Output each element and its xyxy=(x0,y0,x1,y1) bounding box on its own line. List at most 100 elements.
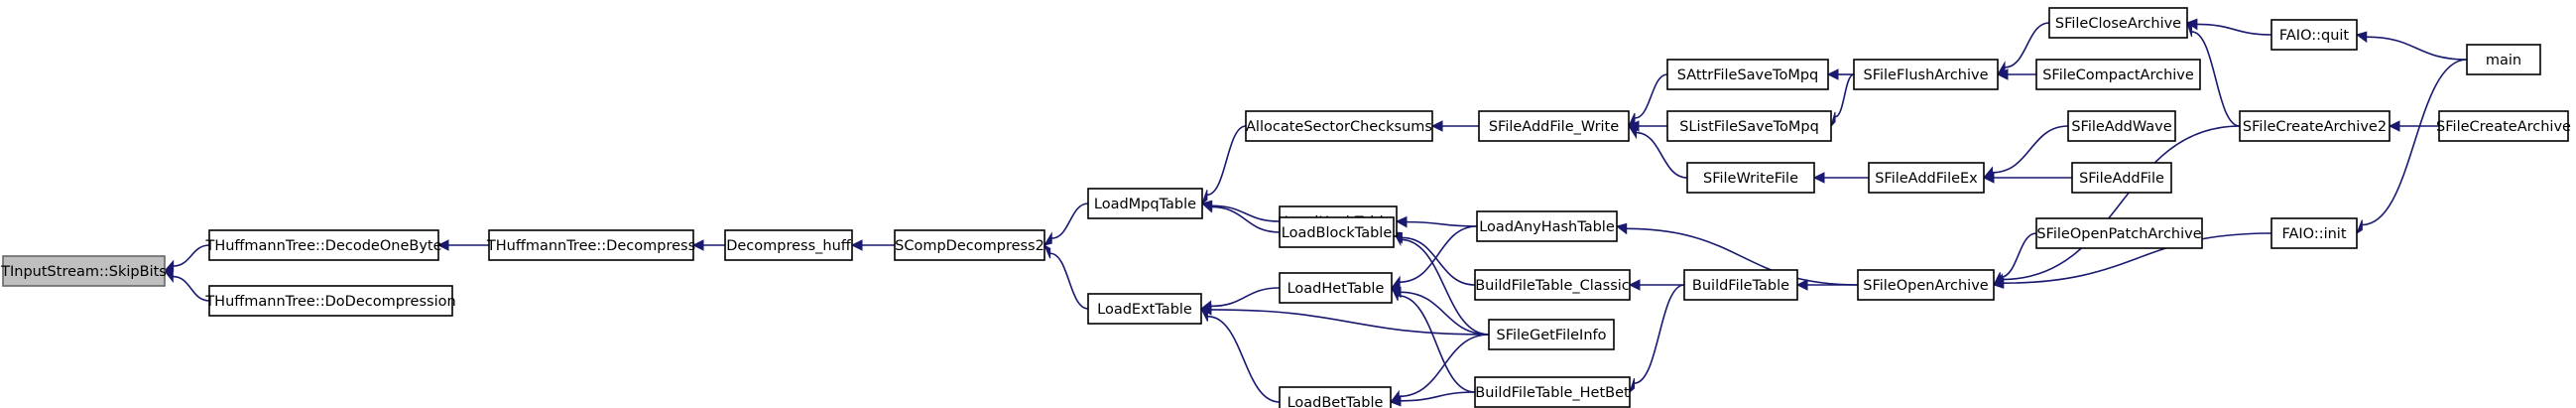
node-label-sfileaddfile-write: SFileAddFile_Write xyxy=(1489,119,1619,135)
node-box-loadanyhashtable[interactable] xyxy=(1476,210,1618,242)
node-sfileaddwave[interactable]: SFileAddWave xyxy=(2067,110,2176,142)
node-box-slistfilesavetompq[interactable] xyxy=(1666,110,1832,142)
edge-loadhashtable-to-loadmpqtable xyxy=(1211,204,1281,222)
node-box-buildfiletable-hetbet[interactable] xyxy=(1474,376,1631,408)
node-box-loadblocktable[interactable] xyxy=(1279,216,1395,248)
node-sfileopenpatcharchive[interactable]: SFileOpenPatchArchive xyxy=(2035,217,2203,249)
node-allocatesectorchecksums[interactable]: AllocateSectorChecksums xyxy=(1245,110,1433,142)
node-box-sfileopenarchive[interactable] xyxy=(1857,269,1995,301)
node-decodeonebyte[interactable]: THuffmannTree::DecodeOneByte xyxy=(204,229,442,261)
arrowhead-sfileaddfile-write-to-allocatesectorchecksums xyxy=(1430,120,1443,132)
node-box-loadbettable[interactable] xyxy=(1279,386,1392,408)
node-buildfiletable[interactable]: BuildFileTable xyxy=(1683,269,1798,301)
node-box-decompress-huff[interactable] xyxy=(724,229,853,261)
node-decompress-huff[interactable]: Decompress_huff xyxy=(724,229,853,261)
node-sfileflusharchive[interactable]: SFileFlushArchive xyxy=(1853,59,1999,90)
node-box-sfilegetfileinfo[interactable] xyxy=(1488,319,1615,350)
node-sfileclosearchive[interactable]: SFileCloseArchive xyxy=(2048,7,2188,39)
node-sfileaddfile[interactable]: SFileAddFile xyxy=(2071,162,2172,194)
node-label-decodeonebyte: THuffmannTree::DecodeOneByte xyxy=(204,238,441,254)
node-box-sfilecreatearchive[interactable] xyxy=(2438,110,2569,142)
node-decompress[interactable]: THuffmannTree::Decompress xyxy=(486,229,695,261)
node-box-sfileaddwave[interactable] xyxy=(2067,110,2176,142)
arrowhead-loadanyhashtable-to-loadhettable xyxy=(1390,275,1401,289)
arrowhead-main-to-faio-quit xyxy=(2355,31,2368,44)
node-box-loadexttable[interactable] xyxy=(1087,293,1202,325)
arrowhead-sfileaddfile-to-sfileaddfileex xyxy=(1982,172,1995,184)
arrowhead-sfileopenarchive-to-loadanyhashtable xyxy=(1615,222,1628,235)
node-buildfiletable-classic[interactable]: BuildFileTable_Classic xyxy=(1474,269,1631,301)
arrowhead-sfilewritefile-to-sfileaddfile-write xyxy=(1627,125,1638,140)
arrowhead-sfilegetfileinfo-to-loadhettable xyxy=(1390,286,1402,299)
arrowhead-sfilecreatearchive-to-sfilecreatearchive2 xyxy=(2388,120,2400,132)
edge-allocatesectorchecksums-to-loadmpqtable xyxy=(1206,125,1247,197)
node-label-loadexttable: LoadExtTable xyxy=(1097,302,1192,318)
node-skipbits[interactable]: TInputStream::SkipBits xyxy=(0,255,167,287)
node-box-sfilecreatearchive2[interactable] xyxy=(2239,110,2391,142)
node-box-buildfiletable[interactable] xyxy=(1683,269,1798,301)
node-loadexttable[interactable]: LoadExtTable xyxy=(1087,293,1202,325)
node-label-allocatesectorchecksums: AllocateSectorChecksums xyxy=(1246,119,1432,135)
arrowhead-buildfiletable-to-buildfiletable-classic xyxy=(1628,279,1641,291)
node-box-sfileaddfile-write[interactable] xyxy=(1478,110,1630,142)
node-dodecompression[interactable]: THuffmannTree::DoDecompression xyxy=(204,285,456,317)
nodes-layer: TInputStream::SkipBits THuffmannTree::Dec… xyxy=(0,7,2571,408)
node-box-sfileopenpatcharchive[interactable] xyxy=(2035,217,2203,249)
node-sfilecreatearchive2[interactable]: SFileCreateArchive2 xyxy=(2239,110,2391,142)
node-box-sfilewritefile[interactable] xyxy=(1686,162,1815,194)
node-sfilecompactarchive[interactable]: SFileCompactArchive xyxy=(2035,59,2201,90)
node-sfileaddfile-write[interactable]: SFileAddFile_Write xyxy=(1478,110,1630,142)
edge-sfileopenpatcharchive-to-sfileopenarchive xyxy=(2000,232,2037,279)
arrowhead-sfilegetfileinfo-to-loadbettable xyxy=(1389,389,1400,403)
node-buildfiletable-hetbet[interactable]: BuildFileTable_HetBet xyxy=(1474,376,1631,408)
node-box-sfileaddfileex[interactable] xyxy=(1868,162,1985,194)
node-loadmpqtable[interactable]: LoadMpqTable xyxy=(1087,188,1203,219)
node-label-sfileclosearchive: SFileCloseArchive xyxy=(2055,16,2181,32)
node-loadhettable[interactable]: LoadHetTable xyxy=(1279,272,1393,304)
node-sfileopenarchive[interactable]: SFileOpenArchive xyxy=(1857,269,1995,301)
node-loadanyhashtable[interactable]: LoadAnyHashTable xyxy=(1476,210,1618,242)
node-box-sfileaddfile[interactable] xyxy=(2071,162,2172,194)
node-box-loadhettable[interactable] xyxy=(1279,272,1393,304)
node-sattrfilesavetompq[interactable]: SAttrFileSaveToMpq xyxy=(1666,59,1829,90)
edge-sfilegetfileinfo-to-loadblocktable xyxy=(1400,238,1490,336)
node-scompdecompress2[interactable]: SCompDecompress2 xyxy=(894,229,1045,261)
node-label-sfileopenarchive: SFileOpenArchive xyxy=(1863,278,1989,294)
node-box-buildfiletable-classic[interactable] xyxy=(1474,269,1631,301)
node-box-sfileclosearchive[interactable] xyxy=(2048,7,2188,39)
node-box-decompress[interactable] xyxy=(488,229,694,261)
node-loadbettable[interactable]: LoadBetTable xyxy=(1279,386,1392,408)
node-box-loadmpqtable[interactable] xyxy=(1087,188,1203,219)
node-sfileaddfileex[interactable]: SFileAddFileEx xyxy=(1868,162,1985,194)
arrowhead-buildfiletable-to-buildfiletable-hetbet xyxy=(1628,377,1636,394)
node-sfilegetfileinfo[interactable]: SFileGetFileInfo xyxy=(1488,319,1615,350)
node-box-allocatesectorchecksums[interactable] xyxy=(1245,110,1433,142)
node-label-sfilecompactarchive: SFileCompactArchive xyxy=(2042,68,2194,83)
node-faio-init[interactable]: FAIO::init xyxy=(2270,217,2358,249)
node-box-sattrfilesavetompq[interactable] xyxy=(1666,59,1829,90)
node-box-skipbits[interactable] xyxy=(2,255,166,287)
edge-sfileflusharchive-to-slistfilesavetompq xyxy=(1834,73,1855,118)
node-box-faio-quit[interactable] xyxy=(2270,19,2358,51)
node-box-sfilecompactarchive[interactable] xyxy=(2035,59,2201,90)
node-sfilewritefile[interactable]: SFileWriteFile xyxy=(1686,162,1815,194)
node-slistfilesavetompq[interactable]: SListFileSaveToMpq xyxy=(1666,110,1832,142)
node-faio-quit[interactable]: FAIO::quit xyxy=(2270,19,2358,51)
node-box-dodecompression[interactable] xyxy=(208,285,453,317)
node-main[interactable]: main xyxy=(2466,44,2541,75)
node-label-faio-quit: FAIO::quit xyxy=(2279,28,2350,44)
edge-faio-quit-to-sfileclosearchive xyxy=(2196,23,2272,36)
arrowhead-sfileflusharchive-to-slistfilesavetompq xyxy=(1830,111,1836,127)
node-box-main[interactable] xyxy=(2466,44,2541,75)
node-box-decodeonebyte[interactable] xyxy=(208,229,439,261)
node-box-sfileflusharchive[interactable] xyxy=(1853,59,1999,90)
node-box-faio-init[interactable] xyxy=(2270,217,2358,249)
arrowhead-sfilecreatearchive2-to-sfileclosearchive xyxy=(2185,21,2193,38)
node-sfilecreatearchive[interactable]: SFileCreateArchive xyxy=(2436,110,2571,142)
edge-sfileopenarchive-to-loadanyhashtable xyxy=(1626,227,1859,286)
node-label-sfilewritefile: SFileWriteFile xyxy=(1703,171,1798,187)
node-box-scompdecompress2[interactable] xyxy=(894,229,1045,261)
edges-layer xyxy=(163,18,2468,407)
node-loadblocktable[interactable]: LoadBlockTable xyxy=(1279,216,1395,248)
